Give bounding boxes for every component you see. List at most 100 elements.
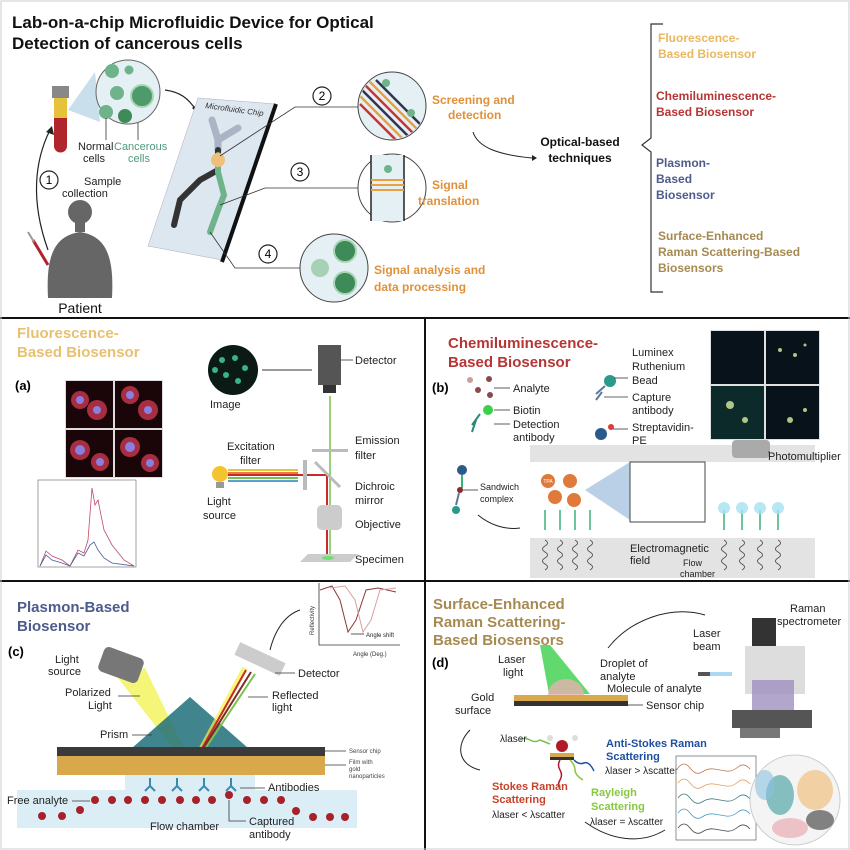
light-source-label-2: source — [203, 510, 236, 522]
flow-chamber-label-2: chamber — [680, 569, 715, 579]
streptavidin-label-2: PE — [632, 435, 647, 447]
step-1-number: 1 — [46, 173, 53, 187]
screening-magnifier — [357, 71, 427, 141]
step-2-number: 2 — [319, 89, 326, 103]
sample-collection-label: Sample — [84, 176, 121, 188]
graph-ylabel: Reflectivity — [310, 606, 316, 635]
scatter-gold — [550, 753, 574, 757]
laser-beam-label-2: beam — [693, 641, 721, 653]
step-4-number: 4 — [265, 247, 272, 261]
laser-light-label-2: light — [503, 667, 523, 679]
biotin-label: Biotin — [513, 405, 541, 417]
detector-label: Detector — [355, 355, 397, 367]
detection-antibody-label-2: antibody — [513, 432, 555, 444]
technique-chemiluminescence: Chemiluminescence- — [656, 89, 776, 103]
reaction-inset — [629, 461, 706, 523]
sample-collection-label-2: collection — [62, 188, 108, 200]
light-source-label: Light — [207, 496, 231, 508]
screening-label: Screening and — [432, 93, 515, 107]
panel-b-title-2: Based Biosensor — [448, 354, 571, 371]
panel-a-letter: (a) — [15, 378, 31, 393]
film-label-2: gold — [349, 767, 360, 773]
stokes-relation: λlaser < λscatter — [492, 810, 566, 821]
sensor-chip-label: Sensor chip — [349, 749, 381, 755]
anti-stokes-relation: λlaser > λscatter — [605, 766, 679, 777]
captured-antibody-label: Captured — [249, 816, 294, 828]
laser-light-cone — [540, 645, 590, 694]
em-field-coils — [542, 539, 781, 571]
dichroic-mirror-label: Dichroic — [355, 481, 395, 493]
droplet-label: Droplet of — [600, 658, 649, 670]
light-source-label: Light — [55, 654, 79, 666]
patient-label: Patient — [58, 300, 102, 316]
panel-d-title-2: Raman Scattering- — [433, 614, 566, 631]
cells-icon — [99, 64, 154, 123]
translation-label-2: translation — [418, 194, 479, 208]
analysis-label: Signal analysis and — [374, 263, 485, 277]
emission-filter-icon — [312, 449, 348, 452]
reflected-light-label: Reflected — [272, 690, 318, 702]
detection-antibody-icon — [471, 413, 481, 433]
biotin-icon — [483, 405, 493, 415]
emission-filter-label: Emission — [355, 435, 400, 447]
overview-title-line1: Lab-on-a-chip Microfluidic Device for Op… — [12, 13, 374, 32]
light-source-icon — [98, 647, 144, 683]
analysis-label-2: data processing — [374, 280, 466, 294]
panel-d-title: Surface-Enhanced — [433, 596, 565, 613]
gold-surface-layer — [514, 695, 628, 701]
excitation-filter-icon — [303, 460, 307, 490]
graph-xlabel: Angle (Deg.) — [353, 652, 387, 658]
screening-label-2: detection — [448, 108, 501, 122]
patient-icon — [47, 200, 113, 298]
em-field-label: Electromagnetic — [630, 543, 709, 555]
glow-beads — [718, 502, 784, 514]
analyte-label: Analyte — [513, 383, 550, 395]
captured-antibody-label-2: antibody — [249, 829, 291, 841]
technique-fluorescence-2: Based Biosensor — [658, 47, 756, 61]
dichroic-mirror-icon — [313, 460, 342, 489]
pca-plot — [749, 754, 841, 846]
detection-antibody-label: Detection — [513, 419, 559, 431]
rayleigh-label-2: Scattering — [591, 801, 645, 813]
tpa-molecules: TPA — [541, 474, 581, 507]
panel-d-sers: Surface-Enhanced Raman Scattering- Based… — [432, 596, 842, 846]
stokes-label: Stokes Raman — [492, 781, 568, 793]
panel-a-fluorescence: Fluorescence- Based Biosensor (a) Image … — [15, 325, 404, 568]
normal-cells-label: Normal — [78, 141, 113, 153]
lambda-laser-label: λlaser — [500, 734, 527, 745]
analysis-magnifier — [299, 233, 369, 303]
bead-label-2: Ruthenium — [632, 361, 685, 373]
zoom-cone — [585, 462, 630, 520]
flow-chamber-label: Flow — [683, 558, 703, 568]
detector-label: Detector — [298, 668, 340, 680]
technique-plasmon: Plasmon- — [656, 156, 710, 170]
anti-stokes-label-2: Scattering — [606, 751, 660, 763]
analyte-icon — [467, 376, 493, 398]
normal-cells-label-2: cells — [83, 153, 106, 165]
overview-title-line2: Detection of cancerous cells — [12, 34, 243, 53]
spectrometer-label-2: spectrometer — [777, 616, 842, 628]
streptavidin-icon — [595, 428, 607, 440]
step-3-number: 3 — [297, 165, 304, 179]
droplet-label-2: analyte — [600, 671, 635, 683]
optical-techniques-label: Optical-based — [540, 135, 619, 149]
reflected-light — [197, 666, 256, 754]
excitation-filter-label-2: filter — [240, 455, 261, 467]
laser-beam-label: Laser — [693, 628, 721, 640]
image-label: Image — [210, 399, 241, 411]
technique-plasmon-3: Biosensor — [656, 188, 715, 202]
technique-chemiluminescence-2: Based Biosensor — [656, 105, 754, 119]
step-2-badge — [312, 86, 332, 106]
emission-spectrum-plot — [37, 479, 137, 568]
excitation-filter-label: Excitation — [227, 441, 275, 453]
technique-plasmon-2: Based — [656, 172, 692, 186]
tpa-label: TPA — [543, 479, 553, 485]
cancerous-cells-label: Cancerous — [114, 141, 168, 153]
microfluidic-chip — [147, 97, 278, 263]
collection-arrow — [35, 129, 51, 251]
technique-sers-3: Biosensors — [658, 261, 724, 275]
bead-icon — [604, 375, 616, 387]
photomultiplier-icon — [732, 440, 770, 458]
cancerous-cells-label-2: cells — [128, 153, 151, 165]
